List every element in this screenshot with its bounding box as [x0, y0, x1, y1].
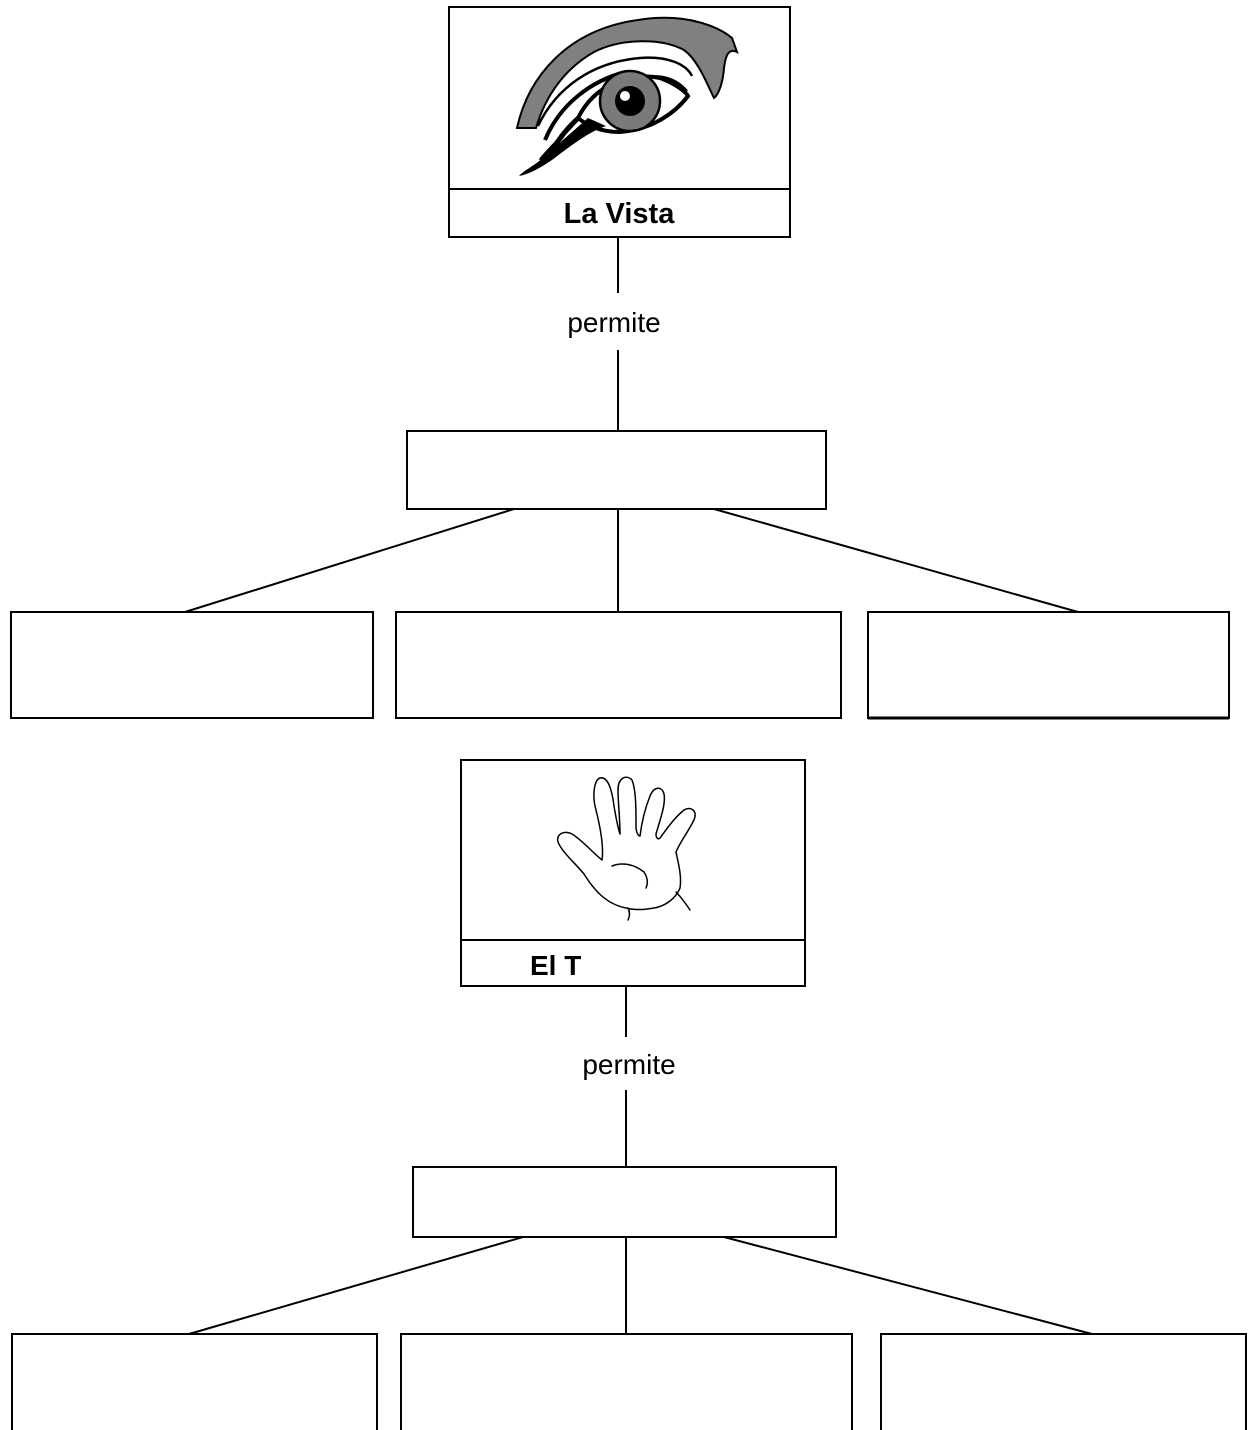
- section-vista: La Vista permite: [11, 7, 1229, 718]
- child-box-tacto-2[interactable]: [401, 1334, 852, 1430]
- child-box-vista-1[interactable]: [11, 612, 373, 718]
- section-tacto: El T permite: [12, 760, 1246, 1430]
- center-box-vista[interactable]: [407, 431, 826, 509]
- child-box-tacto-3[interactable]: [881, 1334, 1246, 1430]
- child-box-vista-3[interactable]: [868, 612, 1229, 718]
- sense-card-tacto: El T: [461, 760, 805, 986]
- sense-label-tacto: El T: [530, 950, 581, 981]
- connector-label-tacto: permite: [582, 1049, 675, 1080]
- branch-line-left-2: [189, 1237, 523, 1334]
- child-box-tacto-1[interactable]: [12, 1334, 377, 1430]
- branch-line-right-2: [724, 1237, 1092, 1334]
- sense-label-vista: La Vista: [564, 198, 676, 230]
- child-box-vista-2[interactable]: [396, 612, 841, 718]
- branch-line-right: [714, 509, 1078, 612]
- connector-label-vista: permite: [567, 307, 660, 338]
- branch-line-left: [185, 509, 514, 612]
- sense-card-vista: La Vista: [449, 7, 790, 237]
- center-box-tacto[interactable]: [413, 1167, 836, 1237]
